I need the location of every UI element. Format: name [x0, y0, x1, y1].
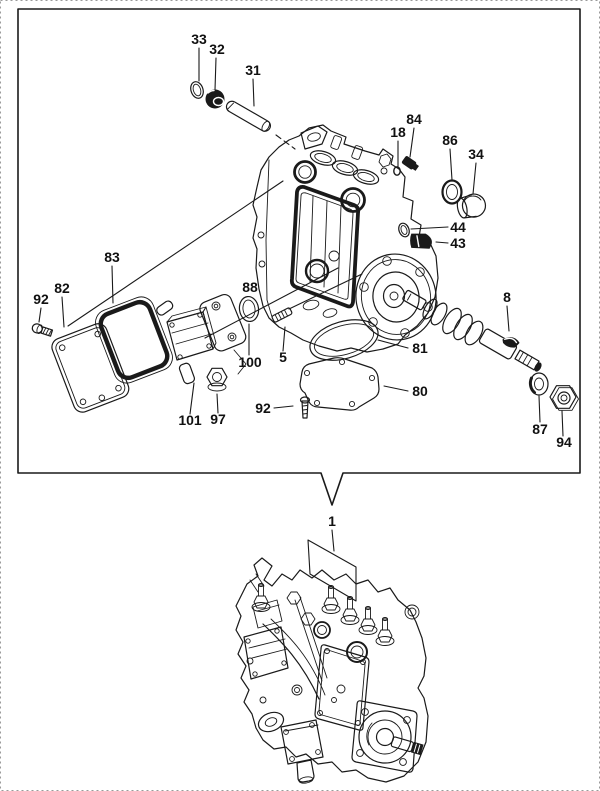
- part-97-nut: [206, 367, 228, 392]
- part-44-oring: [398, 222, 410, 238]
- callout-labels: 33 32 31 84 18 86 34 44 43 8 83 82 92 88…: [33, 31, 572, 529]
- callout-43: 43: [450, 235, 466, 251]
- callout-101: 101: [178, 412, 202, 428]
- callout-8: 8: [503, 289, 511, 305]
- callout-82: 82: [54, 280, 70, 296]
- part-86-seal-washer: [441, 179, 463, 205]
- callout-80: 80: [412, 383, 428, 399]
- delivery-valve-holders: [251, 583, 395, 646]
- part-101-solenoid: [156, 293, 247, 385]
- callout-92-left: 92: [33, 291, 49, 307]
- part-5-pin: [271, 307, 293, 323]
- part-100-oring: [238, 295, 260, 323]
- callout-100: 100: [238, 354, 262, 370]
- callout-87: 87: [532, 421, 548, 437]
- callout-34: 34: [468, 146, 484, 162]
- callout-88: 88: [242, 279, 258, 295]
- part-pump-body: [252, 124, 439, 353]
- callout-92-bottom: 92: [255, 400, 271, 416]
- callout-83: 83: [104, 249, 120, 265]
- leader-lines: [38, 47, 564, 552]
- part-camshaft: [402, 289, 542, 372]
- callout-81: 81: [412, 340, 428, 356]
- part-92-bolt-left: [31, 323, 54, 337]
- part-92-bolt-bottom: [299, 396, 311, 419]
- part-32-cap-nut: [205, 89, 225, 109]
- callout-84: 84: [406, 111, 422, 127]
- part-94-nut: [549, 385, 579, 411]
- part-80-cover: [299, 357, 380, 411]
- callout-31: 31: [245, 62, 261, 78]
- part-18-washer: [393, 166, 401, 176]
- assembled-pump: [235, 557, 429, 784]
- callout-44: 44: [450, 219, 466, 235]
- assembly-reference-plane: [307, 539, 357, 602]
- exploded-view-border-box: [17, 8, 581, 506]
- callout-94: 94: [556, 434, 572, 450]
- part-33-oring: [190, 81, 204, 99]
- callout-18: 18: [390, 124, 406, 140]
- callout-33: 33: [191, 31, 207, 47]
- callout-32: 32: [209, 41, 225, 57]
- part-81-gasket-oval: [309, 319, 379, 361]
- callout-97: 97: [210, 411, 226, 427]
- callout-1: 1: [328, 513, 336, 529]
- part-87-washer: [528, 372, 549, 396]
- callout-86: 86: [442, 132, 458, 148]
- governor-cluster: [243, 573, 346, 784]
- part-31-pin: [225, 100, 271, 132]
- part-43-plug: [410, 233, 432, 249]
- part-34-plug-cap: [456, 193, 487, 219]
- part-8-woodruff-key: [502, 337, 520, 348]
- part-83-gasket: [95, 296, 173, 384]
- part-84-plug: [401, 156, 419, 171]
- callout-5: 5: [279, 349, 287, 365]
